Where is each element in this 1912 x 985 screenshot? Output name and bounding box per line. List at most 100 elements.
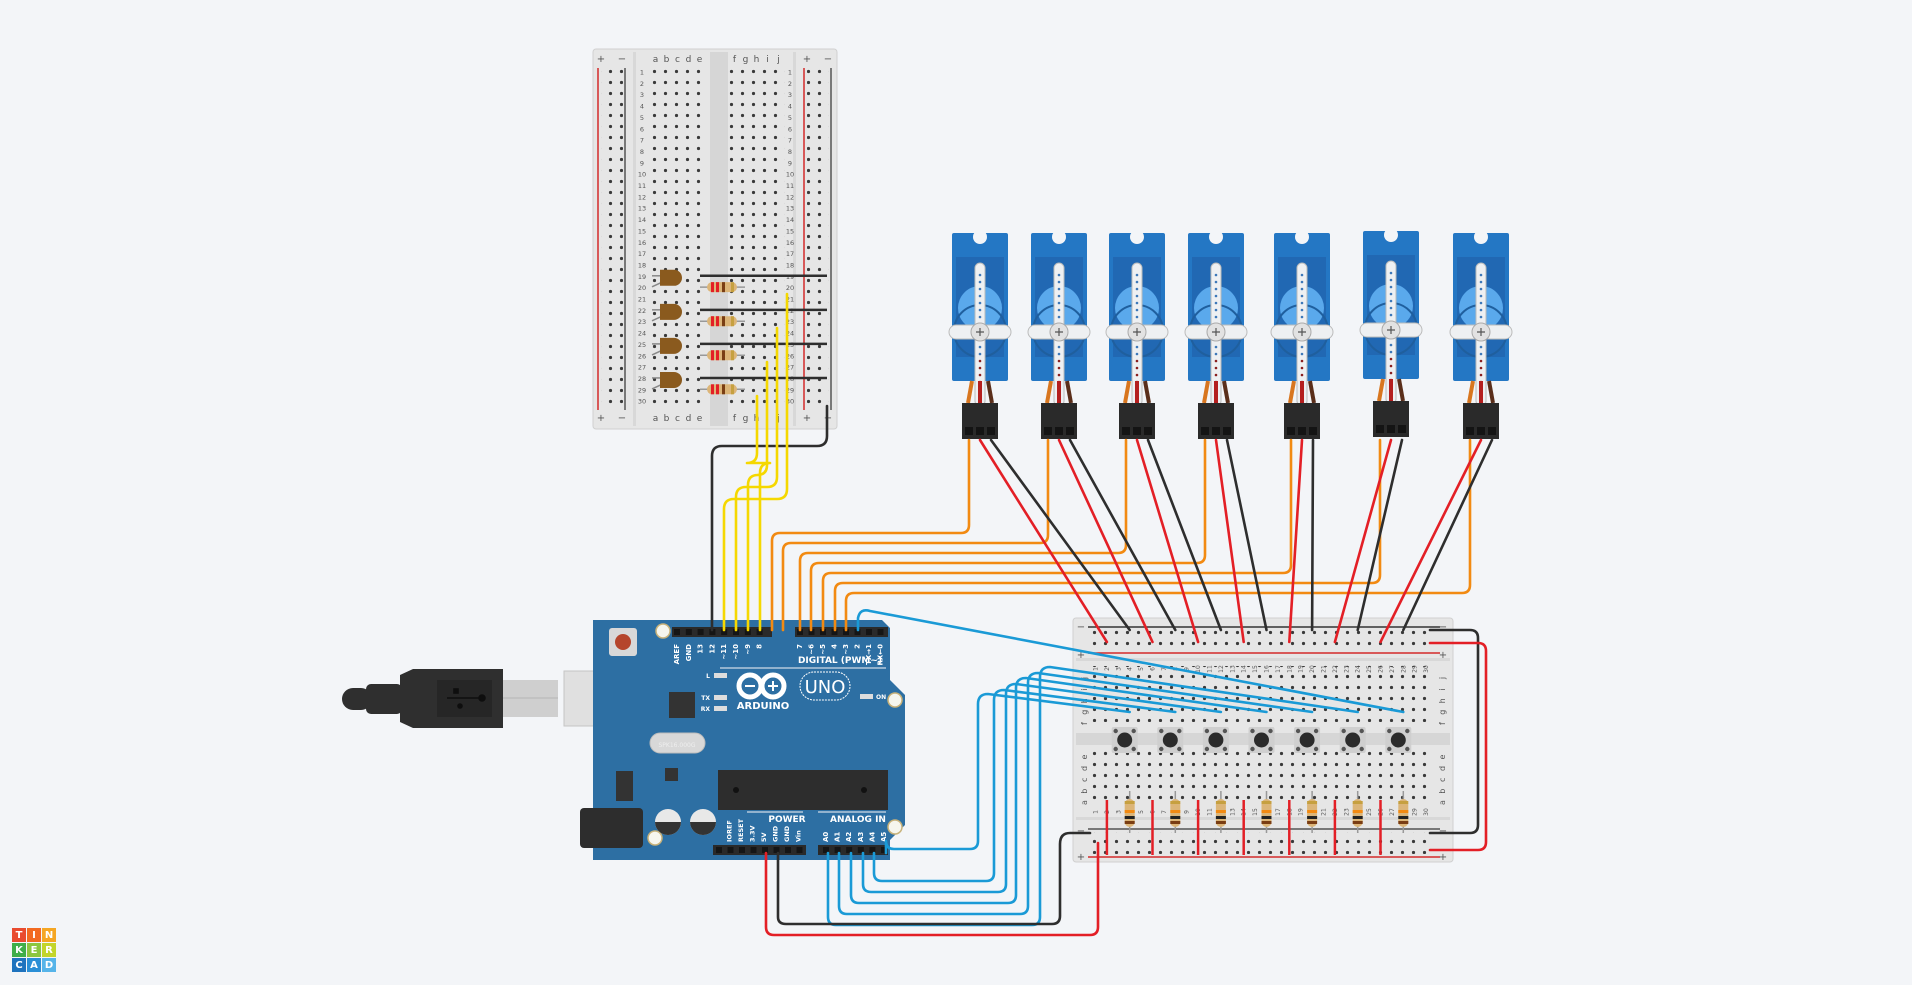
pushbutton[interactable]: [1157, 727, 1184, 753]
wire-servo-power[interactable]: [1135, 438, 1200, 644]
header-pin[interactable]: [834, 847, 841, 853]
header-pin[interactable]: [831, 629, 838, 635]
servo-horn[interactable]: [948, 262, 1012, 407]
wire-servo-ground[interactable]: [1068, 438, 1177, 632]
pushbutton[interactable]: [1339, 727, 1366, 753]
servo-connector[interactable]: [1373, 401, 1409, 437]
wire-servo-ground[interactable]: [1402, 438, 1494, 632]
wire-servo-power[interactable]: [1057, 438, 1154, 644]
header-pin[interactable]: [823, 847, 829, 853]
resistor[interactable]: [1307, 791, 1318, 833]
header-pin[interactable]: [796, 847, 803, 853]
wire-servo-signal[interactable]: [821, 438, 1293, 632]
resistor[interactable]: [700, 316, 745, 327]
power-jack[interactable]: [580, 808, 643, 848]
wire-button-signal[interactable]: [837, 671, 1314, 916]
header-pin[interactable]: [709, 629, 716, 635]
pushbutton[interactable]: [1111, 727, 1138, 753]
wire-ground[interactable]: [710, 404, 829, 632]
pushbutton[interactable]: [1248, 727, 1275, 753]
servo-connector[interactable]: [1284, 403, 1320, 439]
header-pin[interactable]: [866, 629, 872, 635]
led[interactable]: [651, 303, 682, 322]
header-pin[interactable]: [721, 629, 728, 635]
servo-horn[interactable]: [1105, 262, 1169, 407]
wire-led-signal[interactable]: [746, 360, 769, 632]
wire-servo-signal[interactable]: [781, 438, 1050, 632]
pushbutton[interactable]: [1202, 727, 1229, 753]
header-pin[interactable]: [685, 629, 692, 635]
wire-servo-signal[interactable]: [833, 438, 1382, 632]
wire-servo-ground[interactable]: [989, 438, 1131, 632]
wire-led-signal[interactable]: [745, 394, 772, 632]
header-pin[interactable]: [881, 847, 887, 853]
wire-gnd[interactable]: [776, 831, 1092, 926]
header-pin[interactable]: [843, 629, 849, 635]
tinkercad-logo[interactable]: T I N K E R C A D: [12, 928, 56, 972]
header-pin[interactable]: [697, 629, 704, 635]
resistor[interactable]: [1398, 791, 1409, 833]
servo-motor[interactable]: [1270, 230, 1334, 439]
wire-servo-signal[interactable]: [844, 438, 1472, 632]
servo-connector[interactable]: [962, 403, 998, 439]
resistor[interactable]: [700, 282, 745, 293]
header-pin[interactable]: [739, 847, 745, 853]
led[interactable]: [651, 337, 682, 356]
header-pin[interactable]: [820, 629, 826, 635]
wire-servo-ground[interactable]: [1146, 438, 1223, 632]
wire-servo-ground[interactable]: [1356, 438, 1404, 632]
resistor[interactable]: [700, 350, 745, 361]
resistor[interactable]: [1215, 791, 1226, 833]
header-pin[interactable]: [756, 629, 763, 635]
header-pin[interactable]: [716, 847, 722, 853]
header-pin[interactable]: [762, 847, 768, 853]
header-pin[interactable]: [797, 629, 803, 635]
resistor[interactable]: [700, 384, 745, 395]
servo-motor[interactable]: [948, 230, 1012, 439]
header-pin[interactable]: [750, 847, 757, 853]
wire-rail-bridge-power[interactable]: [1428, 641, 1488, 852]
pushbutton[interactable]: [1385, 727, 1412, 753]
wire-button-signal[interactable]: [861, 682, 1223, 894]
wire-servo-signal[interactable]: [798, 438, 1128, 632]
wire-button-signal[interactable]: [884, 692, 1131, 855]
header-pin[interactable]: [727, 847, 734, 853]
servo-horn[interactable]: [1027, 262, 1091, 407]
led[interactable]: [651, 371, 682, 390]
servo-connector[interactable]: [1463, 403, 1499, 439]
servo-connector[interactable]: [1119, 403, 1155, 439]
wire-servo-signal[interactable]: [770, 438, 971, 632]
servo-horn[interactable]: [1359, 260, 1423, 405]
wire-5v[interactable]: [764, 841, 1100, 937]
header-pin[interactable]: [744, 629, 751, 635]
header-pin[interactable]: [869, 847, 876, 853]
header-pin[interactable]: [674, 629, 680, 635]
pushbutton[interactable]: [1294, 727, 1321, 753]
header-pin[interactable]: [846, 847, 853, 853]
header-pin[interactable]: [785, 847, 791, 853]
servo-connector[interactable]: [1198, 403, 1234, 439]
servo-motor[interactable]: [1184, 230, 1248, 439]
servo-motor[interactable]: [1105, 230, 1169, 439]
header-pin[interactable]: [808, 629, 815, 635]
wire-servo-ground[interactable]: [1225, 438, 1268, 632]
resistor[interactable]: [1352, 791, 1363, 833]
servo-motor[interactable]: [1449, 230, 1513, 439]
led[interactable]: [651, 269, 682, 288]
wire-servo-power[interactable]: [1288, 438, 1304, 644]
resistor[interactable]: [1261, 791, 1272, 833]
wire-servo-power[interactable]: [1333, 438, 1393, 644]
servo-motor[interactable]: [1027, 230, 1091, 439]
wire-led-signal[interactable]: [734, 326, 779, 632]
resistor[interactable]: [1170, 791, 1181, 833]
header-pin[interactable]: [773, 847, 780, 853]
wire-button-signal[interactable]: [856, 609, 1405, 714]
servo-connector[interactable]: [1041, 403, 1077, 439]
wire-led-signal[interactable]: [722, 292, 789, 632]
header-pin[interactable]: [733, 629, 739, 635]
wire-servo-power[interactable]: [978, 438, 1109, 644]
wire-servo-ground[interactable]: [1310, 438, 1315, 632]
